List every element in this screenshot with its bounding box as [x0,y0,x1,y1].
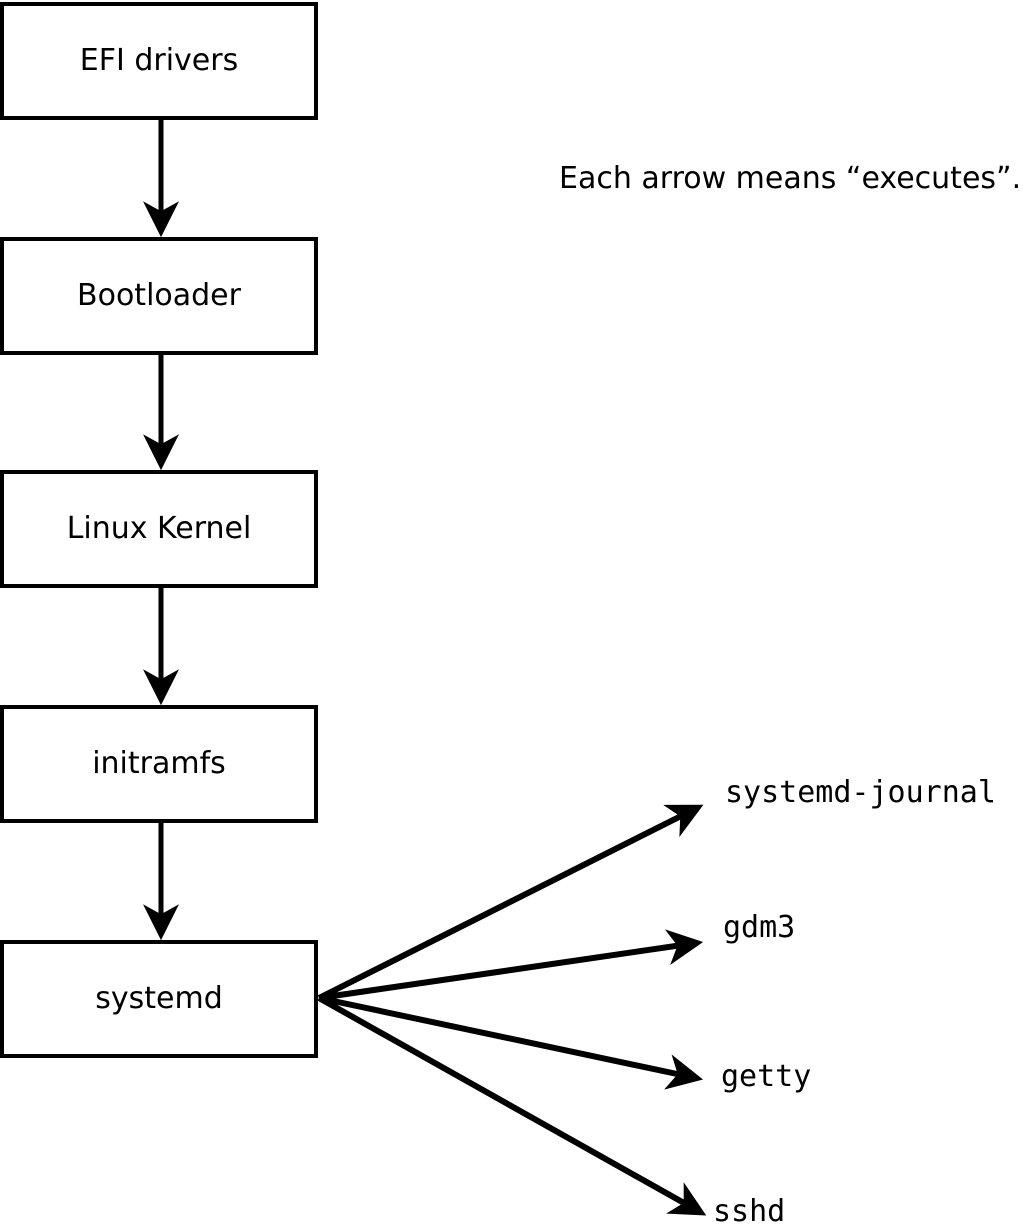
node-label: systemd [95,981,223,1016]
node-initramfs: initramfs [0,705,318,823]
node-linux-kernel: Linux Kernel [0,470,318,588]
node-label: Linux Kernel [66,511,252,546]
spawn-label-gdm3: gdm3 [723,910,796,945]
spawn-label-systemd-journal: systemd-journal [725,775,996,810]
arrow-systemd-to-systemd-journal [317,804,704,1001]
node-label: initramfs [92,746,226,781]
node-systemd: systemd [0,940,318,1058]
node-label: EFI drivers [79,43,239,78]
spawn-label-sshd: sshd [713,1194,786,1229]
legend-caption: Each arrow means “executes”. [559,161,1022,196]
arrow-systemd-to-gdm3 [318,929,704,1001]
spawn-label-getty: getty [721,1059,812,1094]
arrow-systemd-to-getty [318,995,704,1090]
node-label: Bootloader [77,278,241,313]
node-bootloader: Bootloader [0,237,318,355]
node-efi-drivers: EFI drivers [0,2,318,120]
arrow-systemd-to-sshd [317,995,707,1216]
